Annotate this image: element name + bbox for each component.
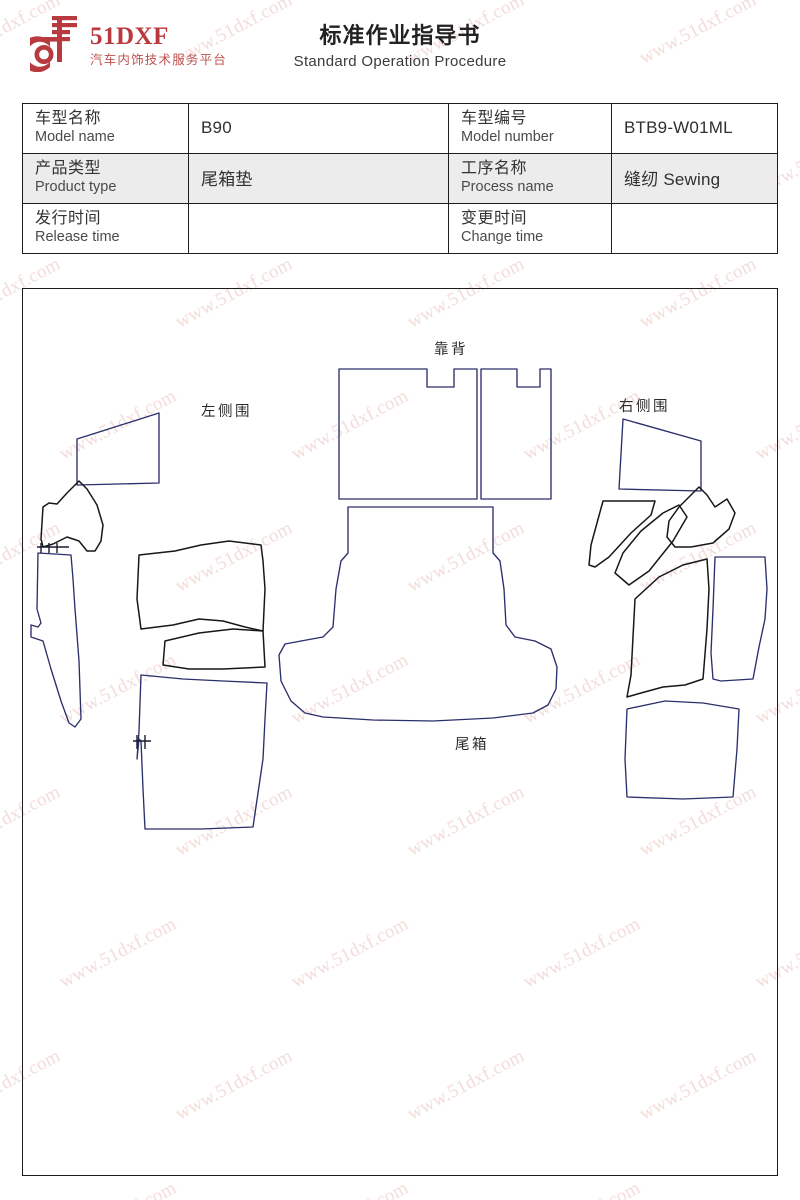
pattern-piece-right-column	[710, 556, 768, 682]
51dxf-logo-icon	[30, 14, 82, 72]
cell-label-change-time: 变更时间 Change time	[448, 202, 612, 254]
cell-label-process-name: 工序名称 Process name	[448, 152, 612, 204]
page-title: 标准作业指导书 Standard Operation Procedure	[230, 22, 570, 70]
table-row: 发行时间 Release time 变更时间 Change time	[22, 202, 778, 254]
value-text: 缝纫 Sewing	[624, 170, 721, 190]
cell-value-release-time[interactable]	[188, 202, 449, 254]
cell-label-product-type: 产品类型 Product type	[22, 152, 189, 204]
pattern-piece-right-bottom-panel	[624, 700, 740, 800]
page-title-cn: 标准作业指导书	[319, 23, 481, 48]
label-cn: 发行时间	[35, 209, 102, 227]
pattern-piece-backrest-left	[338, 368, 478, 500]
brand-name: 51DXF	[90, 22, 169, 50]
cell-label-model-number: 车型编号 Model number	[448, 103, 612, 154]
label-en: Product type	[35, 178, 117, 195]
label-cn: 变更时间	[461, 209, 528, 227]
cell-value-process-name[interactable]: 缝纫 Sewing	[611, 152, 778, 204]
pattern-piece-left-curvy	[40, 480, 104, 552]
cell-label-model-name: 车型名称 Model name	[22, 103, 189, 154]
part-label-backrest: 靠背	[434, 342, 468, 358]
label-cn: 产品类型	[35, 159, 102, 177]
cell-label-release-time: 发行时间 Release time	[22, 202, 189, 254]
label-cn: 车型编号	[461, 110, 528, 127]
pattern-piece-trunk-mat	[278, 506, 558, 722]
label-en: Model name	[35, 128, 115, 145]
pattern-piece-right-trapezoid	[618, 418, 702, 492]
pattern-piece-left-lower-panel	[136, 674, 268, 830]
brand-logo-block: 51DXF 汽车内饰技术服务平台	[30, 14, 227, 72]
value-text: 尾箱垫	[201, 170, 253, 190]
label-cn: 车型名称	[35, 110, 102, 127]
part-label-trunk: 尾箱	[455, 737, 489, 753]
brand-tagline: 汽车内饰技术服务平台	[90, 52, 228, 67]
pattern-piece-right-crescent-2	[614, 504, 688, 586]
pattern-piece-right-panel	[626, 558, 710, 698]
pattern-piece-left-mid-panel	[136, 540, 266, 632]
value-text: BTB9-W01ML	[624, 117, 733, 137]
label-cn: 工序名称	[461, 159, 528, 177]
pattern-piece-backrest-right	[480, 368, 552, 500]
pattern-piece-right-star	[666, 486, 736, 548]
notch-marker-left-upper	[37, 543, 69, 553]
pattern-pieces-svg	[30, 368, 768, 830]
label-en: Process name	[461, 178, 554, 195]
document-header: 51DXF 汽车内饰技术服务平台 标准作业指导书 Standard Operat…	[0, 0, 800, 95]
notch-marker-left-lower	[133, 735, 151, 749]
label-en: Release time	[35, 228, 120, 245]
pattern-piece-left-wedge	[162, 628, 266, 670]
pattern-piece-right-crescent-1	[588, 500, 656, 568]
spec-table: 车型名称 Model name B90 车型编号 Model number BT…	[22, 103, 778, 254]
table-row: 车型名称 Model name B90 车型编号 Model number BT…	[22, 103, 778, 154]
part-label-left-side: 左侧围	[201, 404, 252, 420]
label-en: Change time	[461, 228, 544, 245]
pattern-piece-left-trapezoid	[76, 412, 160, 486]
part-label-right-side: 右侧围	[619, 399, 670, 415]
pattern-drawing-area: 左侧围 靠背 右侧围 尾箱	[22, 288, 778, 1176]
page-title-en: Standard Operation Procedure	[293, 52, 507, 70]
cell-value-model-number[interactable]: BTB9-W01ML	[611, 103, 778, 154]
label-en: Model number	[461, 128, 554, 145]
cell-value-change-time[interactable]	[611, 202, 778, 254]
pattern-piece-left-strip	[30, 552, 82, 728]
cell-value-product-type[interactable]: 尾箱垫	[188, 152, 449, 204]
brand-text: 51DXF 汽车内饰技术服务平台	[90, 20, 227, 67]
cell-value-model-name[interactable]: B90	[188, 103, 449, 154]
value-text: B90	[201, 117, 232, 137]
table-row: 产品类型 Product type 尾箱垫 工序名称 Process name …	[22, 152, 778, 204]
